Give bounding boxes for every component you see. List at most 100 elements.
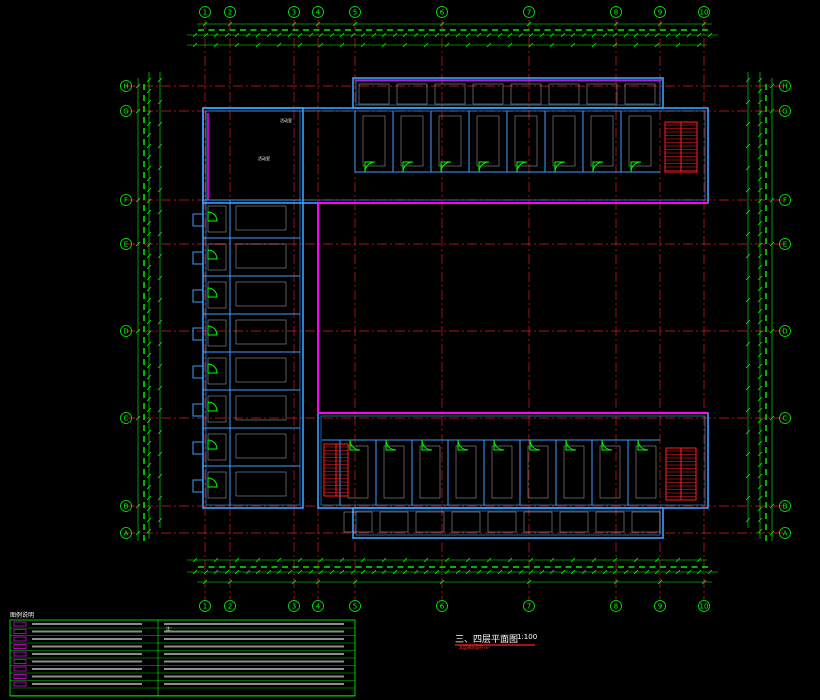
dim-top-detail-tick [486,32,492,38]
dim-right-openings-tick [745,297,751,303]
dim-figure [765,502,767,508]
drawing-scale: 1:100 [517,633,538,641]
dim-right-detail-tick [757,132,763,138]
axis-bubble-bottom-2-circle [224,600,236,612]
axis-bubble-top-7-label: 7 [527,9,531,17]
dim-top-openings-tick [549,42,555,48]
dim-bottom-overall-tick [613,579,619,585]
axis-bubble-bottom-4-label: 4 [316,603,321,611]
north-door-swing [402,161,414,173]
dim-bottom-detail-tick [486,569,492,575]
dim-top-detail-tick [623,32,629,38]
axis-bubble-right-D-label: D [782,328,787,336]
north-door-swing [630,161,642,173]
north-wc-block [548,83,580,105]
dim-top-detail-tick [434,32,440,38]
dim-figure [691,29,698,31]
dim-figure [765,117,767,123]
dim-top-detail-tick [287,32,293,38]
axis-bubble-right-G-circle [779,105,791,117]
axis-bubble-right-H-circle [779,80,791,92]
dim-figure [639,29,645,31]
axis-bubble-left-G-circle [120,105,132,117]
axis-bubble-top-6-circle [436,6,448,18]
dim-left-detail-tick [146,220,152,226]
dim-right-openings-tick [745,187,751,193]
north-bed-block [362,115,386,167]
south-bed-block [527,445,549,499]
legend-text-mark [32,630,142,633]
note-text-mark [164,623,344,625]
dim-top-openings-tick [675,42,681,48]
dim-right-openings-tick [745,253,751,259]
dim-left-openings-tick [157,297,163,303]
dim-figure [429,566,435,568]
axis-bubble-top-3-label: 3 [292,9,296,17]
dim-bottom-detail-tick [665,569,671,575]
dim-figure [597,29,603,31]
axis-bubble-left-E-circle [120,238,132,250]
dim-right-detail-tick [757,121,763,127]
dim-bottom-detail-tick [192,569,198,575]
dim-right-openings-tick [745,341,751,347]
dim-figure [143,337,145,343]
axis-bubble-bottom-10-circle [698,600,710,612]
dim-top-detail-tick [476,32,482,38]
dim-figure [576,566,582,568]
dim-figure [261,29,267,31]
dim-bottom-openings-tick [486,557,492,563]
dim-top-detail-tick [633,32,639,38]
south-door-swing [601,439,613,451]
dim-bottom-detail-tick [612,569,618,575]
north-wc-block [358,83,390,105]
dim-top-detail-tick [497,32,503,38]
south-wc-block [379,511,409,533]
dim-figure [765,84,767,90]
dim-right-overall-tick [769,83,775,89]
dim-right-openings-tick [745,143,751,149]
dim-figure [292,29,299,31]
south-door-swing [349,439,361,451]
south-wc-block [631,511,661,533]
dim-bottom-detail-tick [686,569,692,575]
dim-figure [292,566,299,568]
dim-left-detail-tick [146,473,152,479]
south-door-swing [529,439,541,451]
dim-figure [765,414,767,420]
dim-left-openings-tick [157,187,163,193]
north-wc-block [396,83,428,105]
dim-figure [670,29,677,31]
west-balcony [192,403,204,417]
dim-left-overall-tick [135,503,141,509]
dim-top-overall-tick [315,21,321,27]
dim-bottom-openings-tick [696,557,702,563]
dim-left-detail-tick [146,231,152,237]
dim-figure [534,566,540,568]
dim-left-openings-tick [157,407,163,413]
dim-figure [376,566,383,568]
axis-bubble-bottom-10-label: 10 [700,603,709,611]
dim-right-openings-tick [745,77,751,83]
note-text-mark [164,630,344,633]
dim-right-detail-tick [757,187,763,193]
dim-top-detail-tick [413,32,419,38]
dim-top-detail-tick [360,32,366,38]
dim-figure [765,249,767,255]
dim-left-detail-tick [146,275,152,281]
dim-top-openings-tick [570,42,576,48]
dim-top-detail-tick [707,32,713,38]
north-bed-block [628,115,652,167]
axis-bubble-bottom-7-label: 7 [527,603,531,611]
dim-figure [143,315,145,321]
south-bed-block [383,445,405,499]
dim-top-detail-tick [654,32,660,38]
dim-right-detail-tick [757,286,763,292]
dim-left-detail-tick [146,429,152,435]
axis-bubble-left-A-label: A [124,530,129,538]
note-text-mark [164,638,344,640]
dim-figure [143,84,145,90]
dim-bottom-detail-tick [266,569,272,575]
dim-right-detail-tick [757,77,763,83]
dim-bottom-detail-tick [308,569,314,575]
dim-bottom-openings-tick [255,557,261,563]
